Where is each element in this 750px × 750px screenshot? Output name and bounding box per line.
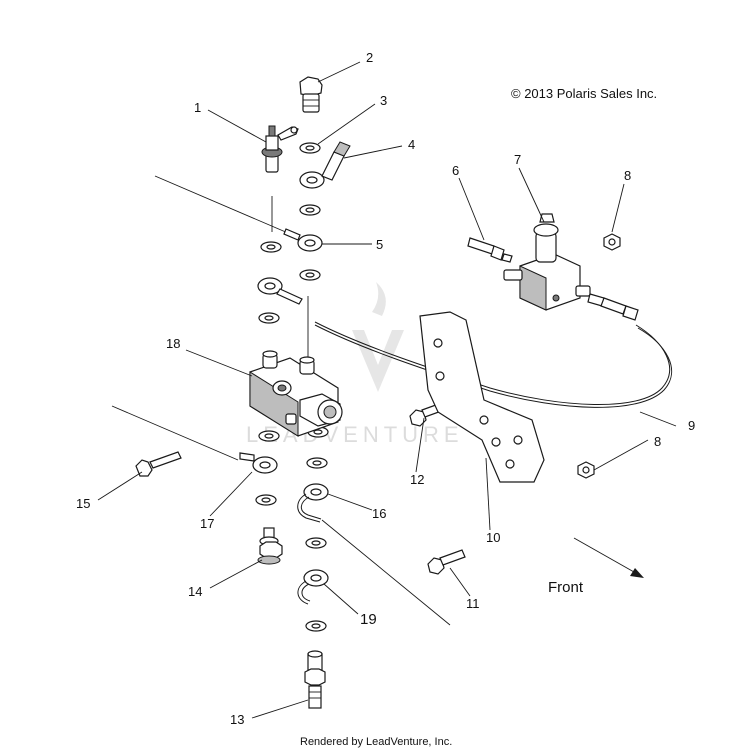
banjo-fitting-4	[299, 141, 351, 189]
callout-8b: 8	[654, 434, 661, 449]
banjo-fitting-19	[297, 569, 329, 605]
nut-8-upper	[603, 233, 621, 251]
crush-washers	[255, 142, 329, 632]
nut-8-lower	[577, 461, 595, 479]
callout-19: 19	[360, 611, 377, 628]
banjo-fitting-upper-left	[257, 277, 303, 305]
banjo-bolt-2	[299, 76, 323, 113]
footer-text: Rendered by LeadVenture, Inc.	[300, 736, 452, 748]
callout-14: 14	[188, 584, 202, 599]
callout-4: 4	[408, 137, 415, 152]
bolt-15	[135, 451, 182, 477]
callout-18: 18	[166, 336, 180, 351]
bolt-14	[257, 527, 283, 565]
bracket-10	[419, 311, 545, 483]
callout-9: 9	[688, 418, 695, 433]
callout-12: 12	[410, 472, 424, 487]
brake-fitting-right	[587, 293, 639, 321]
front-label: Front	[548, 579, 584, 596]
callout-16: 16	[372, 506, 386, 521]
callout-10: 10	[486, 530, 500, 545]
callout-17: 17	[200, 516, 214, 531]
callout-3: 3	[380, 93, 387, 108]
banjo-fitting-17	[239, 452, 278, 474]
brake-line-9-inner	[314, 324, 673, 408]
brake-fitting-6	[467, 237, 513, 263]
callout-11: 11	[466, 596, 480, 611]
callout-leaders	[97, 61, 677, 719]
banjo-fitting-16	[297, 483, 329, 523]
callout-2: 2	[366, 50, 373, 65]
proportioning-valve-18	[249, 350, 343, 437]
brake-line-9	[314, 321, 671, 405]
callout-7: 7	[514, 152, 521, 167]
junction-block-7	[503, 213, 591, 311]
callout-15: 15	[76, 496, 90, 511]
bolt-11	[427, 549, 466, 575]
copyright-text: © 2013 Polaris Sales Inc.	[511, 86, 657, 101]
callout-6: 6	[452, 163, 459, 178]
callout-13: 13	[230, 712, 244, 727]
callout-1: 1	[194, 100, 201, 115]
callout-5: 5	[376, 237, 383, 252]
callout-8a: 8	[624, 168, 631, 183]
bleeder-13	[304, 650, 326, 709]
banjo-fitting-5	[283, 228, 323, 252]
brake-switch-1	[261, 125, 299, 173]
front-direction-arrow	[573, 537, 644, 578]
watermark-logo	[352, 282, 404, 392]
